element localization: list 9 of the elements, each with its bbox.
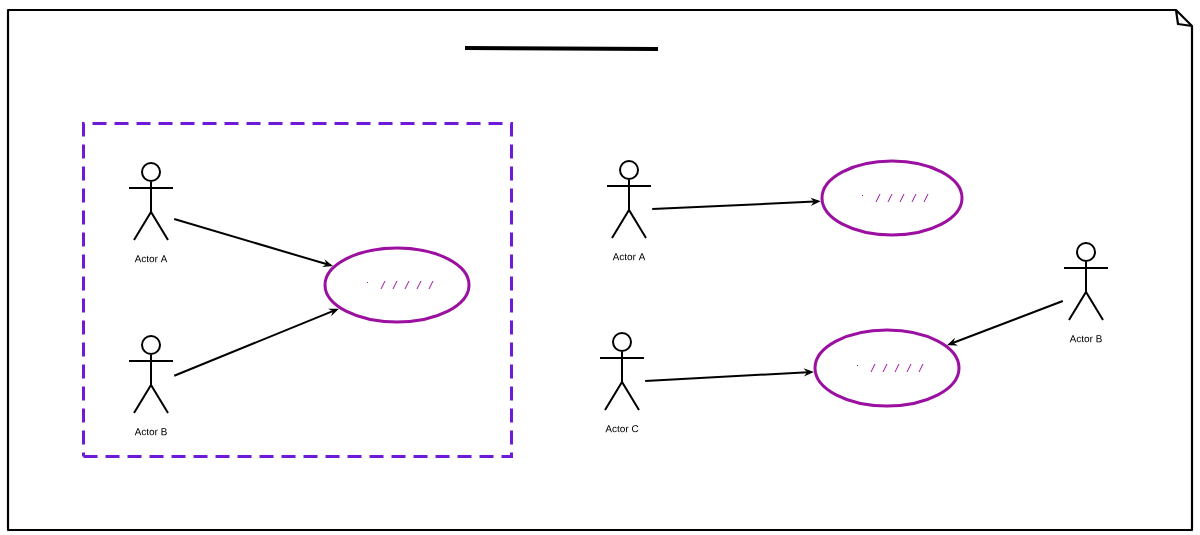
use-case-ellipse bbox=[323, 246, 471, 324]
actor-label: Actor A bbox=[612, 253, 646, 261]
actor-label: Actor B bbox=[134, 428, 167, 436]
actor-label: Actor B bbox=[1069, 335, 1102, 343]
actor-label: Actor A bbox=[134, 255, 168, 263]
use-case-ellipse bbox=[820, 159, 964, 237]
actor-label: Actor C bbox=[605, 425, 639, 433]
use-case-ellipse bbox=[813, 328, 961, 408]
group-box bbox=[82, 122, 513, 458]
